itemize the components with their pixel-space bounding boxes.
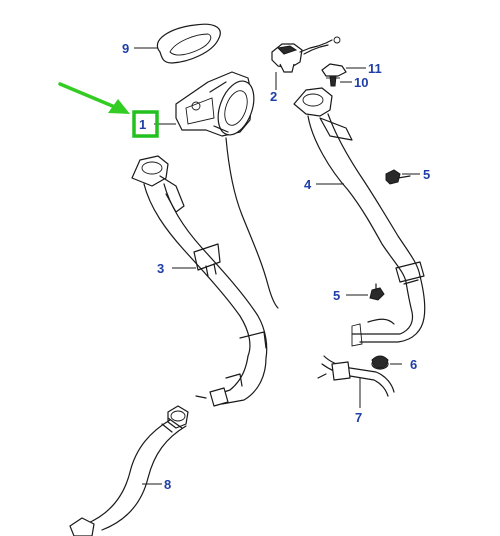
drain-tube <box>225 137 279 309</box>
callout-7: 7 <box>355 410 362 425</box>
pointer-arrow <box>58 82 124 112</box>
part-6-cap[interactable] <box>371 355 389 370</box>
callout-2: 2 <box>270 89 277 104</box>
callout-3: 3 <box>157 261 164 276</box>
callout-10: 10 <box>354 75 368 90</box>
callout-11: 11 <box>368 61 382 76</box>
callout-9: 9 <box>122 41 129 56</box>
part-2-fuel-cap[interactable] <box>271 36 341 73</box>
pointer-arrowhead <box>108 99 130 114</box>
callout-5-lower: 5 <box>333 288 340 303</box>
callout-8: 8 <box>164 477 171 492</box>
callout-6: 6 <box>410 357 417 372</box>
callout-4: 4 <box>304 177 312 192</box>
callout-1: 1 <box>139 117 146 132</box>
callout-5-upper: 5 <box>423 167 430 182</box>
part-5-bolt-upper[interactable] <box>385 169 411 185</box>
part-4-filler-pipe-right[interactable] <box>293 87 426 347</box>
part-3-filler-pipe-left[interactable] <box>131 155 268 407</box>
part-8-lower-hose[interactable] <box>69 405 189 536</box>
highlight-box <box>132 110 159 138</box>
part-10-11-clip[interactable] <box>321 63 347 87</box>
part-7-breather-pipe[interactable] <box>317 355 395 397</box>
part-1-filler-housing[interactable] <box>175 71 261 140</box>
part-9-grommet[interactable] <box>156 23 221 64</box>
part-5-bolt-lower[interactable] <box>369 283 385 301</box>
